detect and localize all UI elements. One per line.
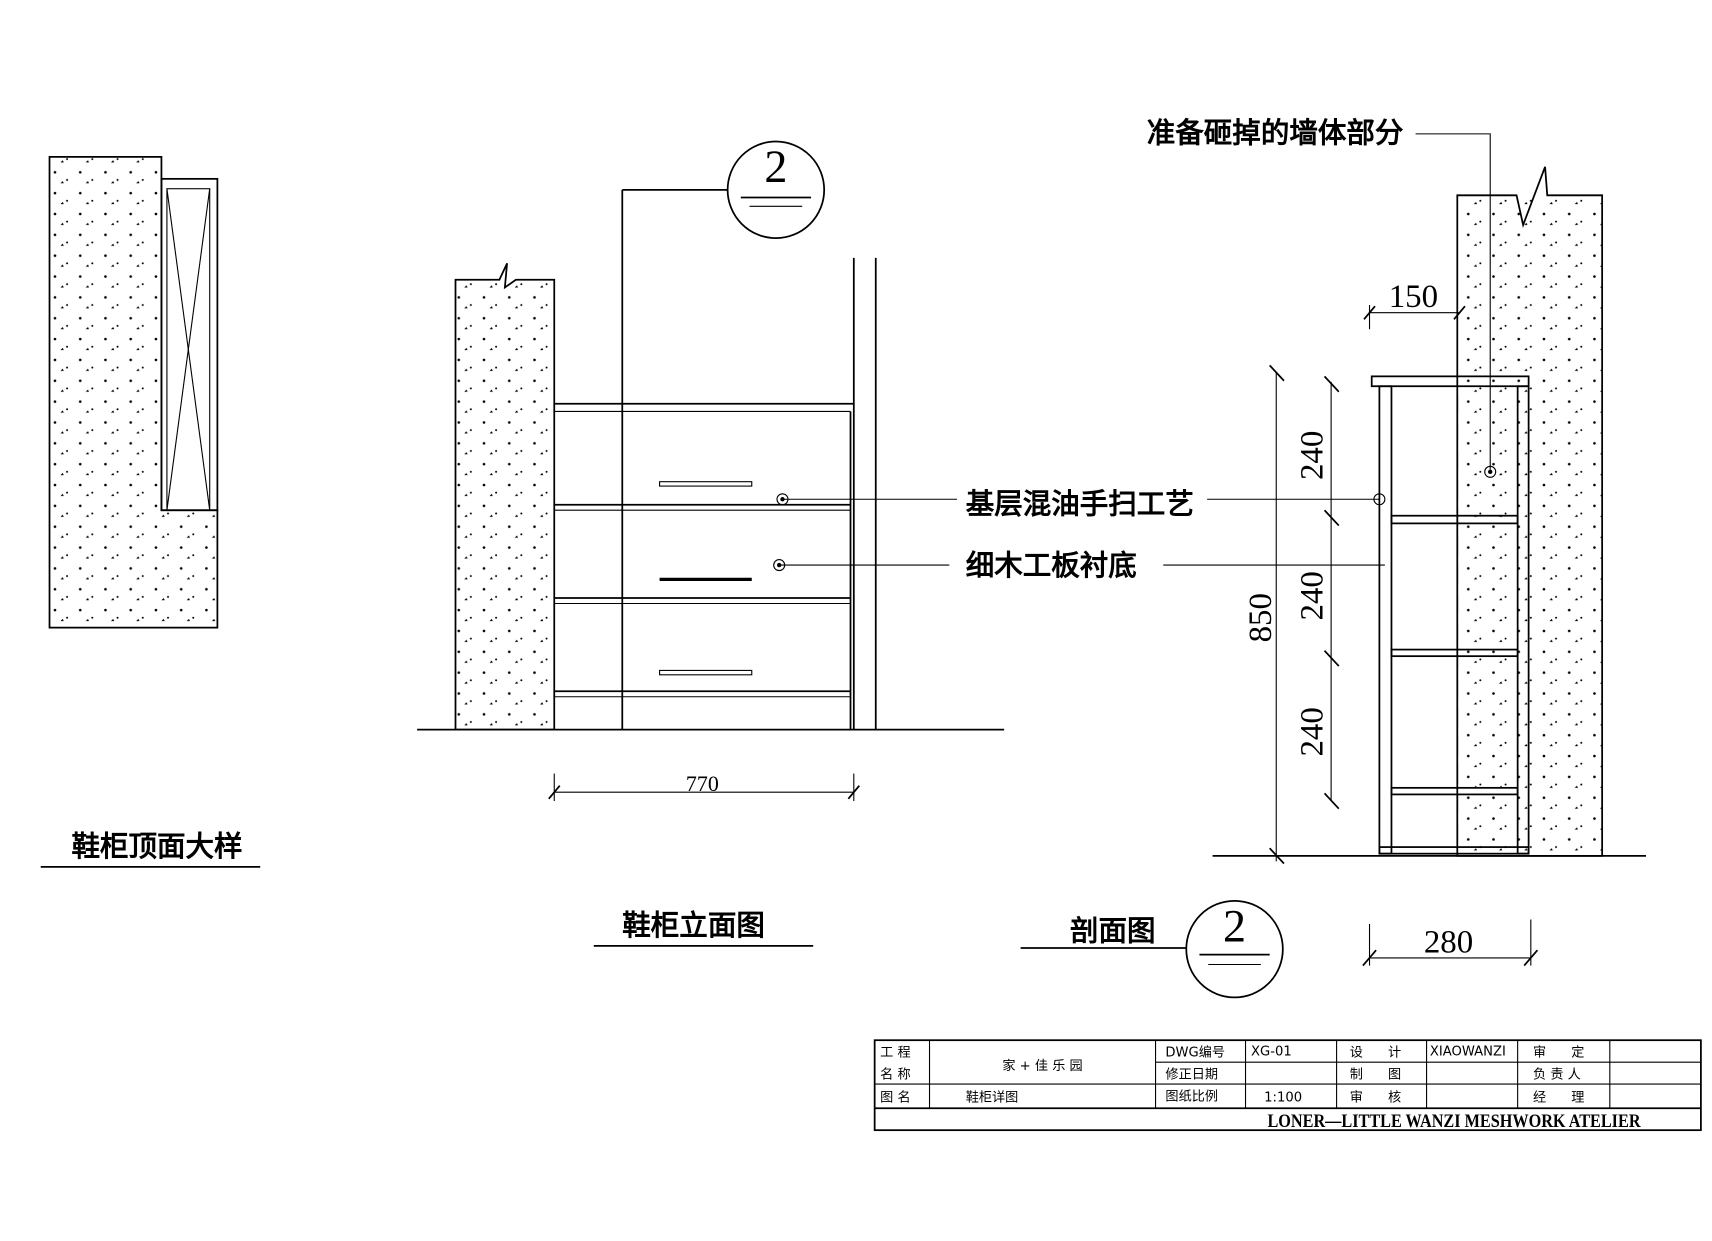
shelf-dimension: 240 [1294, 707, 1330, 756]
section-marker: 2 [764, 141, 787, 192]
revision-date-label: 修正日期 [1165, 1067, 1218, 1083]
manager-label: 经 理 [1533, 1090, 1584, 1106]
project-label-2: 名 称 [880, 1067, 910, 1083]
section-title: 剖面图 [1070, 914, 1156, 947]
annotations: 基层混油手扫工艺 细木工板衬底 [773, 488, 1386, 582]
responsible-label: 负 责 人 [1533, 1067, 1581, 1083]
depth-dimension: 280 [1424, 924, 1473, 960]
section-marker[interactable]: 2 [1185, 899, 1284, 999]
substrate-note: 细木工板衬底 [966, 549, 1137, 582]
drafting-label: 制 图 [1350, 1067, 1401, 1083]
design-label: 设 计 [1350, 1045, 1401, 1061]
height-dimension: 850 [1243, 593, 1279, 642]
shelf-dimension: 240 [1294, 431, 1330, 480]
studio-name: LONER—LITTLE WANZI MESHWORK ATELIER [1267, 1111, 1641, 1132]
drawer-handle [659, 669, 753, 676]
title-block: 工 程 名 称 家 + 佳 乐 园 图 名 鞋柜详图 DWG编号 XG-01 修… [873, 1039, 1702, 1132]
drawing-name: 鞋柜详图 [966, 1090, 1019, 1106]
elevation-view: 2 770 鞋柜立面图 [417, 140, 1005, 947]
plan-title: 鞋柜顶面大样 [71, 830, 242, 863]
dwg-no: XG-01 [1251, 1045, 1292, 1060]
section-marker[interactable]: 2 [726, 140, 826, 239]
designer: XIAOWANZI [1430, 1045, 1506, 1060]
plan-view: 鞋柜顶面大样 [40, 156, 261, 868]
wall-dimension: 150 [1389, 279, 1438, 315]
section-view: 准备砸掉的墙体部分 150 850 240 240 240 280 剖面图 [1020, 117, 1647, 999]
project-label-1: 工 程 [880, 1045, 910, 1061]
elevation-title: 鞋柜立面图 [622, 909, 765, 942]
review-label: 审 核 [1350, 1090, 1401, 1106]
drawer-handle [659, 481, 753, 487]
width-dimension: 770 [686, 771, 719, 796]
scale: 1:100 [1264, 1091, 1302, 1106]
finish-note: 基层混油手扫工艺 [966, 488, 1194, 521]
scale-label: 图纸比例 [1165, 1089, 1218, 1105]
shelf-dimension: 240 [1294, 571, 1330, 620]
dwg-no-label: DWG编号 [1165, 1045, 1225, 1061]
approve-label: 审 定 [1533, 1045, 1584, 1061]
project-name: 家 + 佳 乐 园 [1002, 1057, 1082, 1074]
wall-demolish-note: 准备砸掉的墙体部分 [1147, 117, 1404, 150]
drawing-name-label: 图 名 [880, 1090, 910, 1106]
section-marker: 2 [1223, 900, 1246, 951]
